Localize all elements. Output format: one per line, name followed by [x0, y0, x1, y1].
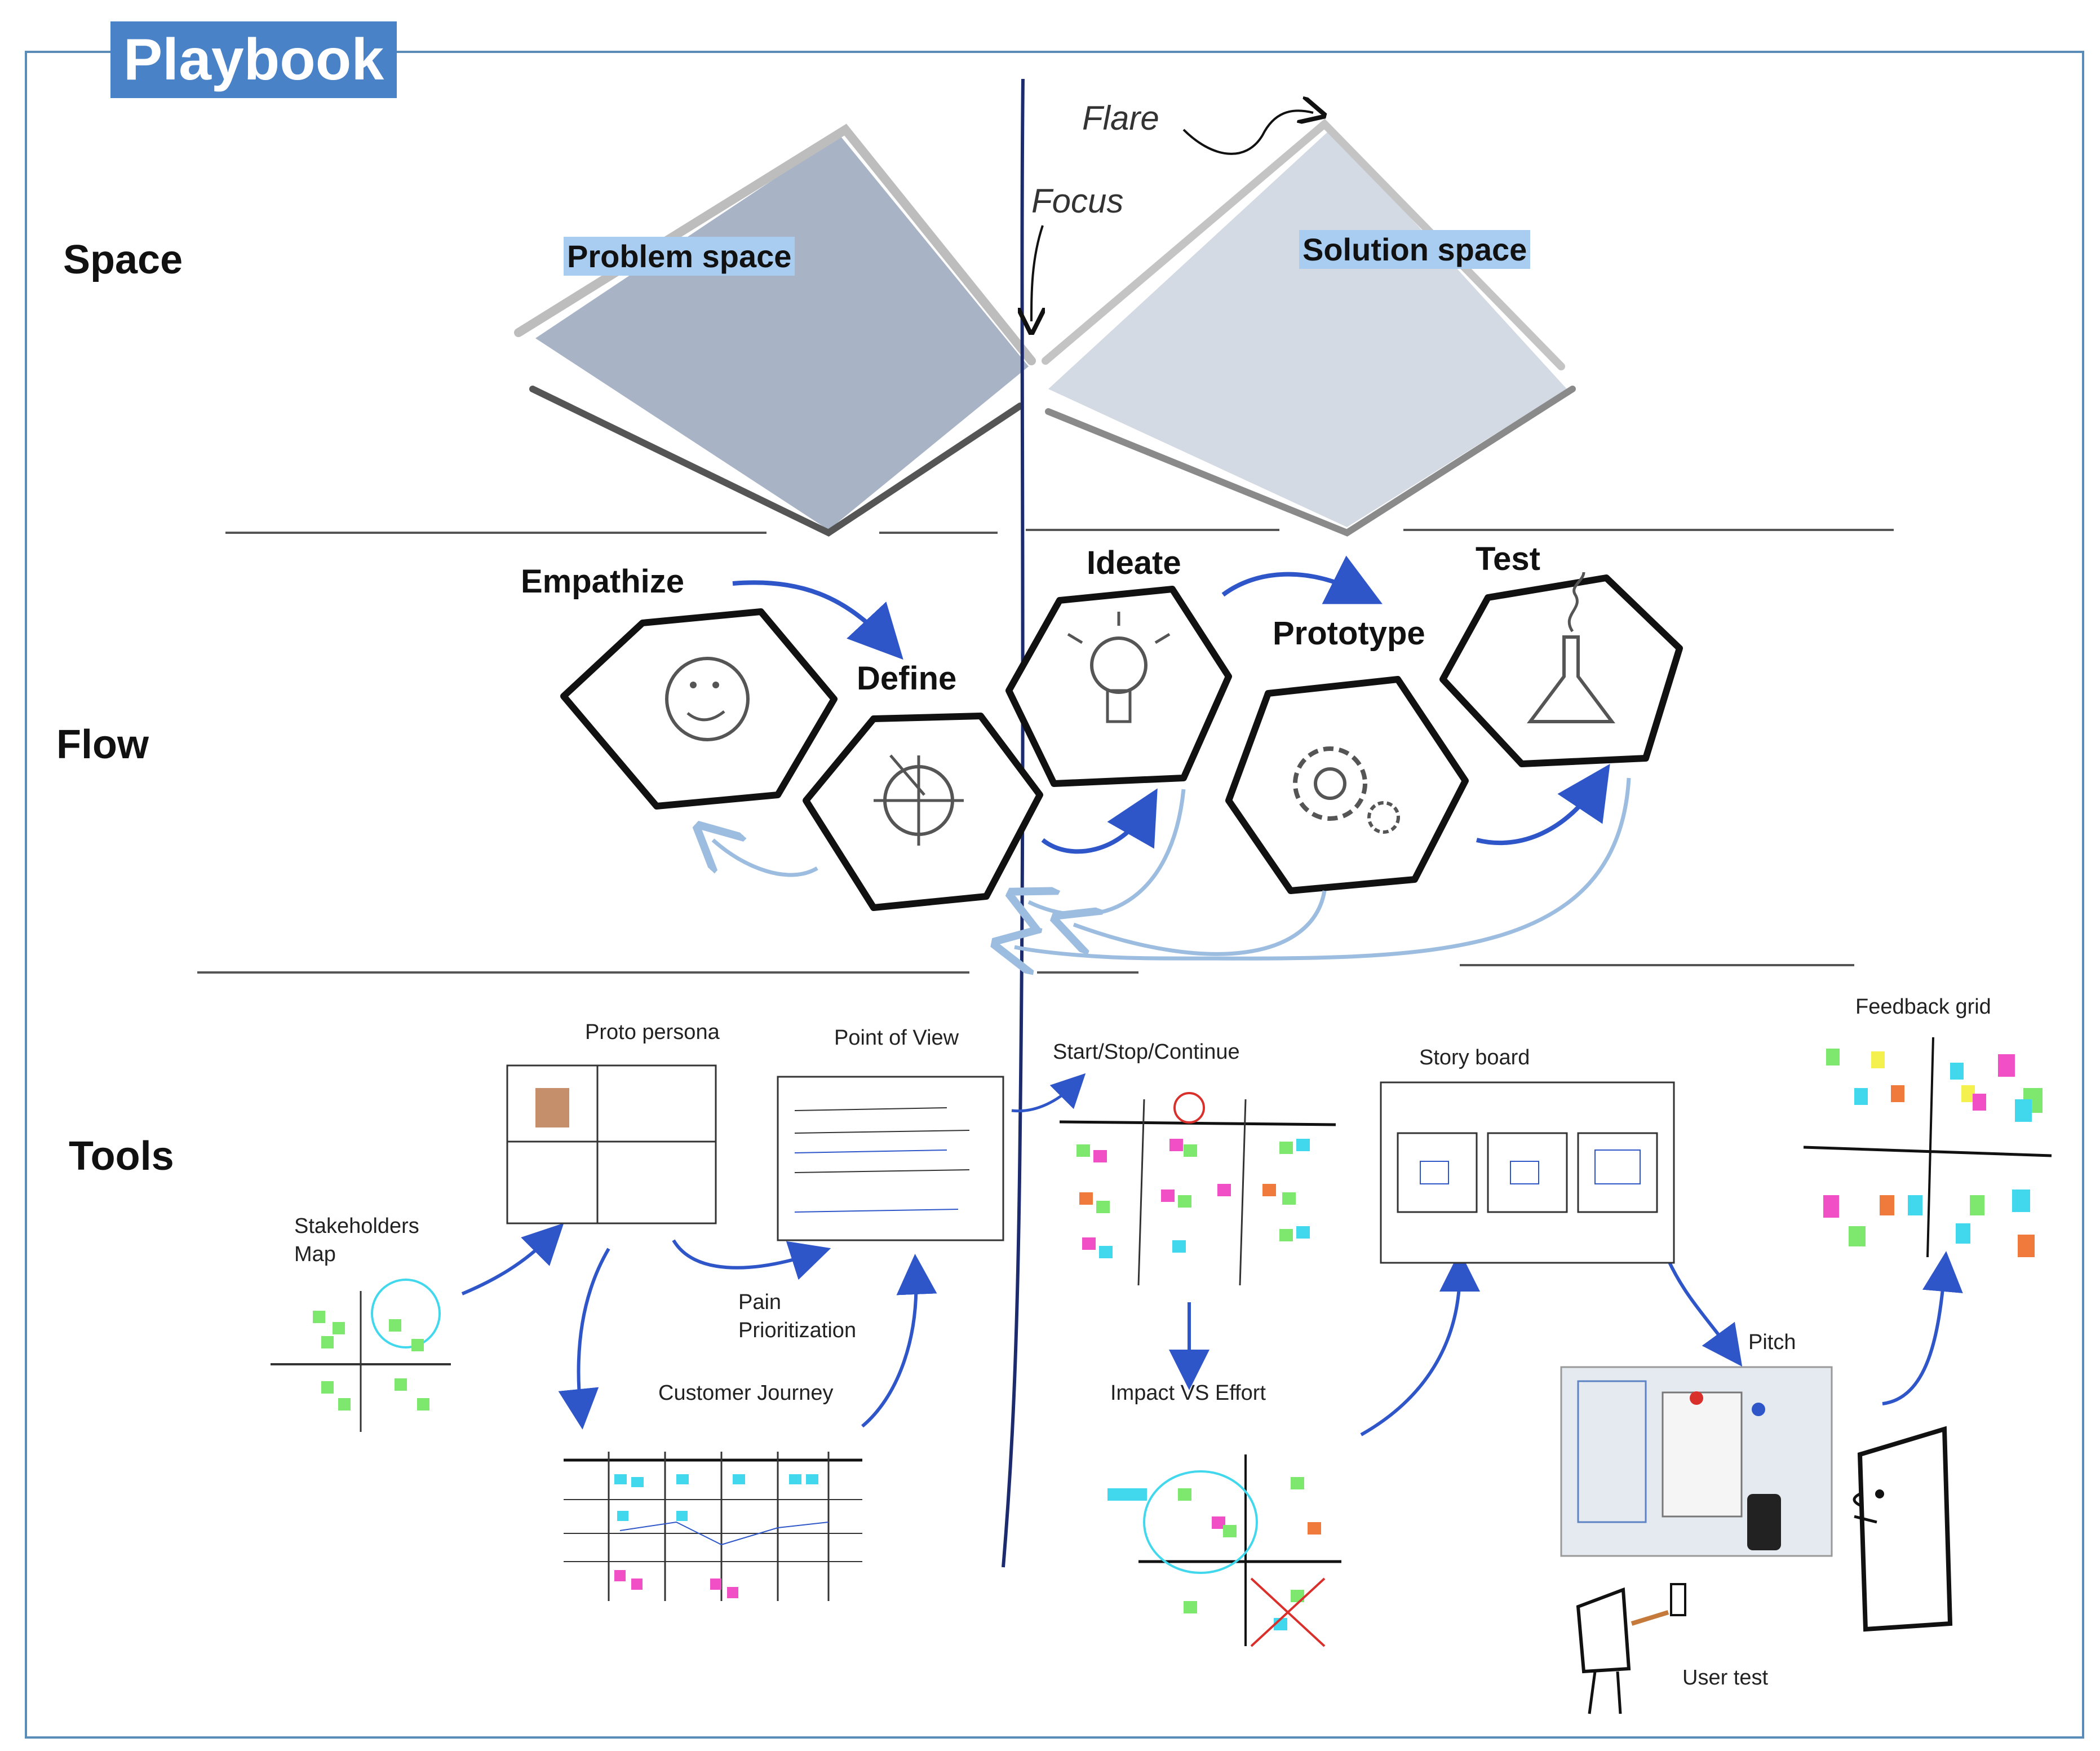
- sketch-user-test-figures: [1576, 1426, 1953, 1714]
- flow-label-ideate: Ideate: [1087, 545, 1181, 581]
- outer-frame: [25, 51, 2084, 1739]
- focus-label: Focus: [1031, 182, 1124, 220]
- hex-test: [1439, 572, 1683, 767]
- solution-space-label: Solution space: [1299, 230, 1531, 269]
- tool-label-stakeholders: Stakeholders Map: [294, 1214, 419, 1266]
- arrow-stakeholders-persona: [461, 1223, 564, 1295]
- flow-label-prototype: Prototype: [1273, 615, 1425, 652]
- tool-label-pitch: Pitch: [1748, 1330, 1796, 1354]
- sketch-impact-vs-effort: [1107, 1454, 1341, 1647]
- problem-space-outline-bottom: [529, 386, 1024, 537]
- sketch-feedback-grid: [1803, 1037, 2052, 1258]
- hex-ideate: [1005, 586, 1232, 787]
- tool-label-user-test: User test: [1682, 1666, 1769, 1690]
- sketch-story-board: [1380, 1081, 1675, 1264]
- row-label-tools: Tools: [69, 1134, 174, 1179]
- tool-label-story-board: Story board: [1419, 1046, 1530, 1069]
- arrow-prototype-test: [1476, 764, 1610, 846]
- tool-label-impact-vs-effort: Impact VS Effort: [1110, 1381, 1266, 1405]
- arrow-pov-ssc: [1011, 1073, 1086, 1113]
- sketch-start-stop-continue: [1059, 1092, 1336, 1286]
- flow-label-define: Define: [857, 660, 957, 697]
- tool-label-proto-persona: Proto persona: [585, 1020, 720, 1044]
- row-label-space: Space: [63, 237, 183, 282]
- solution-space-outline-bottom: [1045, 386, 1576, 537]
- sketch-customer-journey: [564, 1452, 862, 1601]
- tool-label-pain-prioritization: Pain Prioritization: [738, 1290, 857, 1342]
- problem-space-shape: [535, 135, 1029, 530]
- loop-test-back: [1014, 777, 1631, 958]
- row-label-flow: Flow: [56, 722, 149, 767]
- hex-prototype: [1225, 676, 1469, 894]
- hex-define: [803, 713, 1043, 911]
- tool-label-customer-journey: Customer Journey: [658, 1381, 834, 1405]
- solution-space-shape: [1048, 130, 1567, 527]
- arrow-ideate-prototype: [1221, 555, 1383, 604]
- flow-label-empathize: Empathize: [521, 563, 685, 600]
- arrow-pitch-feedback: [1882, 1251, 1963, 1405]
- arrow-define-ideate: [1041, 788, 1158, 854]
- arrow-impact-storyboard: [1360, 1251, 1480, 1436]
- flow-label-test: Test: [1476, 541, 1540, 577]
- sketch-stakeholders-map: [271, 1279, 451, 1432]
- arrow-storyboard-pitch: [1667, 1259, 1743, 1367]
- flare-arrow: [1182, 110, 1313, 155]
- tool-label-feedback-grid: Feedback grid: [1855, 995, 1991, 1019]
- tool-label-start-stop-continue: Start/Stop/Continue: [1053, 1040, 1240, 1064]
- problem-space-label: Problem space: [564, 237, 795, 276]
- sketch-proto-persona: [506, 1064, 717, 1224]
- tool-label-point-of-view: Point of View: [834, 1026, 959, 1050]
- loop-prototype-back: [1074, 890, 1327, 956]
- arrow-persona-journey: [558, 1248, 610, 1430]
- loop-define-empathize: [713, 840, 818, 877]
- arrow-persona-pov: [672, 1239, 831, 1280]
- focus-arrow: [1031, 225, 1043, 321]
- sketch-point-of-view: [777, 1076, 1004, 1241]
- page-title: Playbook: [110, 21, 397, 98]
- hex-empathize: [560, 608, 838, 810]
- arrow-journey-pov: [861, 1254, 937, 1428]
- flare-label: Flare: [1082, 99, 1159, 137]
- arrow-empathize-define: [732, 580, 903, 660]
